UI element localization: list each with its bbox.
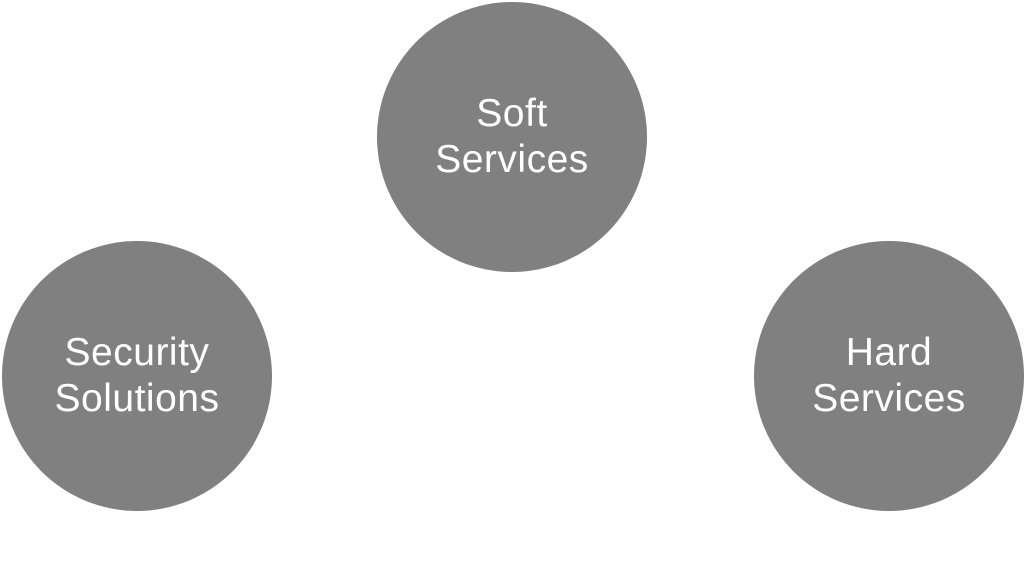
soft-services-node: Soft Services [377,2,647,272]
soft-services-label: Soft Services [435,92,589,181]
hard-services-label: Hard Services [812,331,966,420]
security-solutions-node: Security Solutions [2,241,272,511]
hard-services-node: Hard Services [754,241,1024,511]
security-solutions-label: Security Solutions [54,331,220,420]
